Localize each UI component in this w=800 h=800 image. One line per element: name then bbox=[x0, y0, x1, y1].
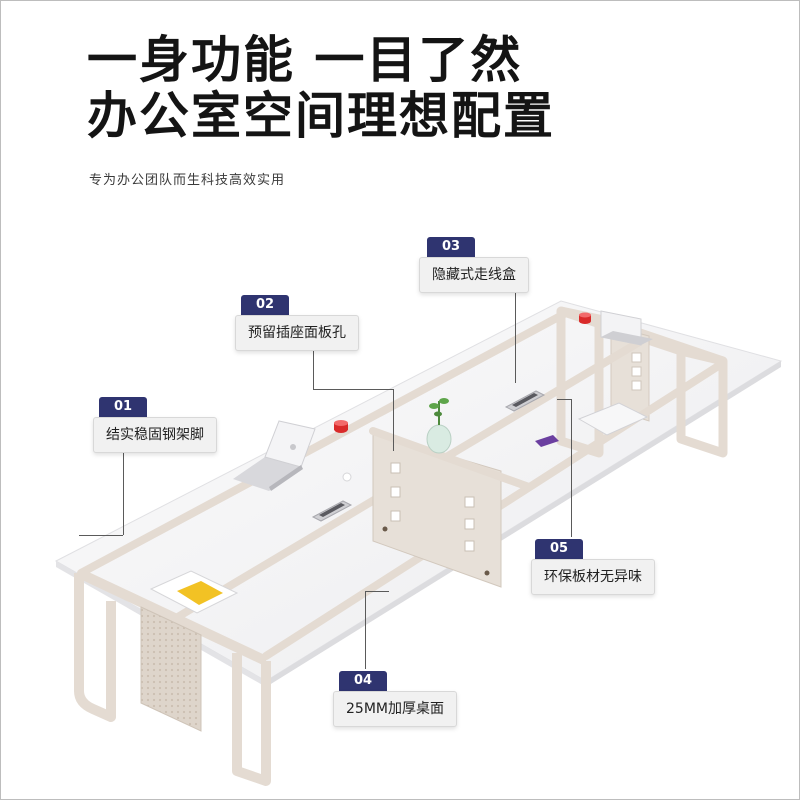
cable-box-front bbox=[311, 500, 353, 522]
laptop-left bbox=[233, 420, 316, 491]
plant-vase bbox=[426, 398, 452, 454]
callout-01-label: 结实稳固钢架脚 bbox=[93, 417, 217, 453]
leader-05-horizontal bbox=[557, 399, 571, 400]
center-sockets bbox=[390, 462, 475, 552]
laptop-flat bbox=[577, 402, 649, 436]
callout-03-label: 隐藏式走线盒 bbox=[419, 257, 529, 293]
callout-02-number: 02 bbox=[241, 295, 289, 315]
headline-line1: 一身功能 一目了然 bbox=[87, 31, 523, 89]
leader-03 bbox=[515, 293, 516, 331]
callout-01-number: 01 bbox=[99, 397, 147, 417]
cable-box-back bbox=[504, 390, 546, 412]
callout-04-number: 04 bbox=[339, 671, 387, 691]
phone bbox=[535, 435, 559, 447]
subtitle: 专为办公团队而生科技高效实用 bbox=[89, 173, 286, 188]
red-cup-left bbox=[334, 420, 348, 433]
headline-line2: 办公室空间理想配置 bbox=[87, 87, 555, 145]
leader-02-drop bbox=[393, 389, 394, 451]
laptop-right bbox=[600, 310, 653, 346]
callout-03-number: 03 bbox=[427, 237, 475, 257]
leader-04 bbox=[365, 591, 366, 669]
sticky-note bbox=[177, 581, 223, 605]
callout-05-label: 环保板材无异味 bbox=[531, 559, 655, 595]
leader-01-horizontal bbox=[79, 535, 123, 536]
right-socket-panel bbox=[631, 352, 642, 391]
leader-02 bbox=[313, 349, 314, 389]
leader-03-drop bbox=[515, 331, 516, 383]
left-frame bbox=[74, 568, 271, 786]
red-cup-right bbox=[579, 312, 591, 324]
leader-01 bbox=[123, 453, 124, 535]
callout-05-number: 05 bbox=[535, 539, 583, 559]
left-mesh-panel bbox=[140, 606, 202, 732]
leader-05 bbox=[571, 399, 572, 537]
leader-04-horizontal bbox=[365, 591, 389, 592]
callout-04-label: 25MM加厚桌面 bbox=[333, 691, 457, 727]
leader-02-horizontal bbox=[313, 389, 393, 390]
callout-02-label: 预留插座面板孔 bbox=[235, 315, 359, 351]
